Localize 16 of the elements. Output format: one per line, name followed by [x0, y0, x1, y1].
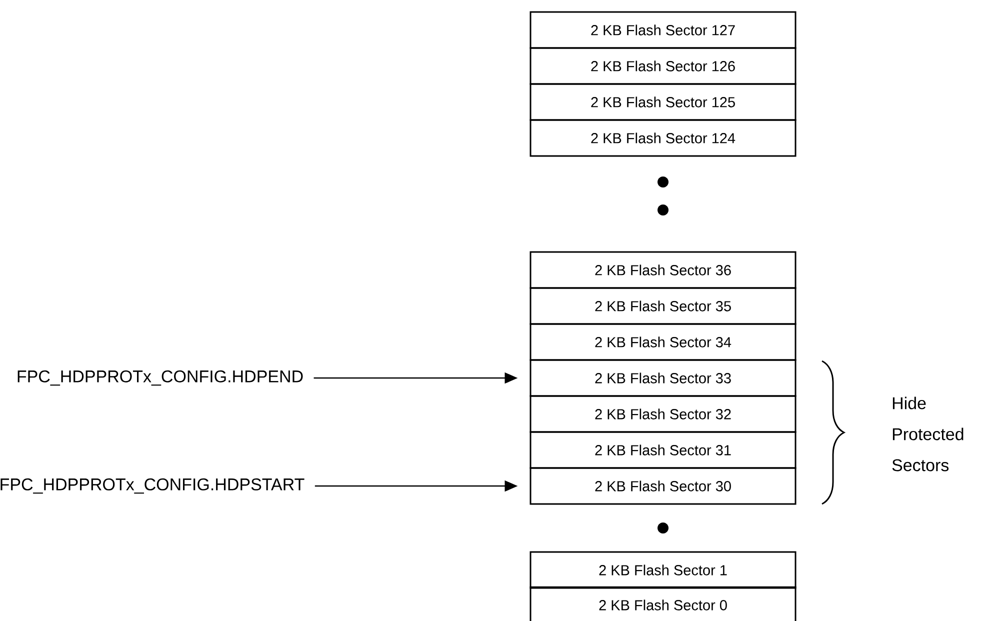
sector-box: 2 KB Flash Sector 124	[530, 119, 796, 157]
register-label: FPC_HDPPROTx_CONFIG.HDPEND	[18, 370, 303, 386]
sector-box: 2 KB Flash Sector 34	[530, 323, 796, 361]
sector-box: 2 KB Flash Sector 32	[530, 395, 796, 433]
brace-label: Hide Protected Sectors	[892, 396, 964, 472]
sector-box: 2 KB Flash Sector 0	[530, 586, 796, 621]
sector-box: 2 KB Flash Sector 36	[530, 251, 796, 289]
sector-box: 2 KB Flash Sector 33	[530, 359, 796, 397]
sector-box: 2 KB Flash Sector 31	[530, 431, 796, 469]
sector-box: 2 KB Flash Sector 127	[530, 11, 796, 49]
sector-box: 2 KB Flash Sector 125	[530, 83, 796, 121]
sector-box: 2 KB Flash Sector 30	[530, 467, 796, 505]
sector-box: 2 KB Flash Sector 35	[530, 287, 796, 325]
sector-box: 2 KB Flash Sector 1	[530, 551, 796, 589]
sector-box: 2 KB Flash Sector 126	[530, 47, 796, 85]
register-label: FPC_HDPPROTx_CONFIG.HDPSTART	[0, 478, 304, 494]
